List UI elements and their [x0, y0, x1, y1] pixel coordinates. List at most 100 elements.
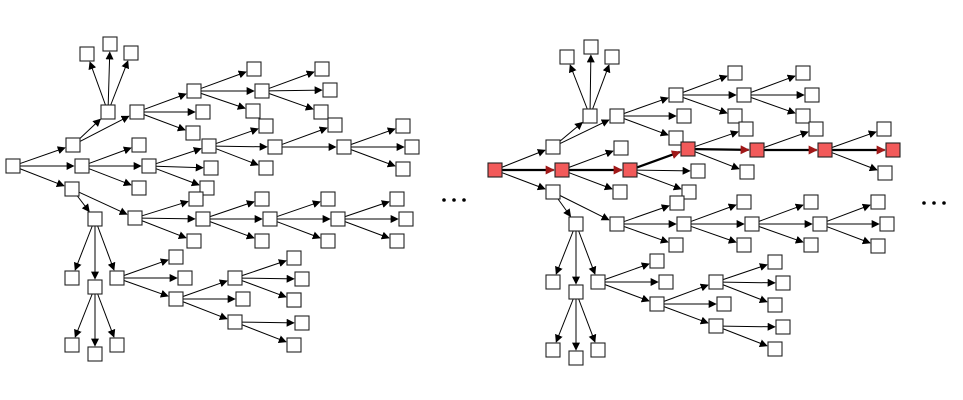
node [235, 291, 251, 307]
node [64, 181, 80, 197]
edge [276, 200, 321, 218]
node [267, 139, 283, 155]
ellipsis-dot [442, 198, 446, 202]
node [330, 211, 346, 227]
node [609, 216, 625, 232]
node [876, 121, 892, 137]
node [767, 297, 783, 313]
node [716, 296, 732, 312]
node [389, 191, 405, 207]
node [545, 342, 561, 358]
node [736, 194, 752, 210]
node [320, 191, 336, 207]
node [313, 104, 329, 120]
node [131, 180, 147, 196]
ellipsis-dot [932, 201, 936, 205]
edge [501, 172, 546, 191]
edge [694, 151, 740, 170]
edge [200, 92, 246, 110]
node [669, 195, 685, 211]
edge [200, 70, 247, 89]
edge [79, 115, 130, 142]
edge [663, 306, 709, 325]
node [649, 253, 665, 269]
node [79, 46, 95, 62]
edge [88, 61, 106, 106]
highlighted-edge [694, 145, 750, 155]
node [64, 270, 80, 286]
edge [682, 74, 728, 93]
edge [592, 64, 611, 110]
node [336, 139, 352, 155]
edge [209, 221, 255, 240]
edge [586, 54, 595, 110]
edge [76, 195, 90, 213]
node [775, 275, 791, 291]
node [727, 108, 743, 124]
edge [831, 152, 878, 172]
node [590, 342, 606, 358]
node [803, 237, 819, 253]
node [690, 163, 706, 179]
node [870, 194, 886, 210]
edge [555, 230, 574, 275]
node [100, 104, 116, 120]
node [568, 284, 584, 300]
node [804, 87, 820, 103]
edge [155, 147, 202, 165]
edge [722, 284, 768, 303]
highlighted-node [885, 142, 901, 158]
edge [604, 262, 650, 280]
node [744, 216, 760, 232]
node [668, 237, 684, 253]
edge [182, 279, 228, 297]
node [613, 140, 629, 156]
ellipsis-dot [462, 198, 466, 202]
left-tree [5, 36, 420, 362]
edges [19, 51, 405, 347]
edge [568, 172, 613, 191]
node [767, 254, 783, 270]
edge [623, 96, 669, 114]
edges [501, 54, 886, 351]
edge [623, 204, 670, 223]
ellipsis-markers [442, 198, 946, 205]
node [314, 61, 330, 77]
ellipsis-right [922, 201, 946, 205]
edge [143, 114, 186, 132]
node [74, 158, 90, 174]
node [227, 314, 243, 330]
edge [623, 226, 669, 244]
node [590, 274, 606, 290]
edge [19, 168, 65, 187]
edge [88, 146, 132, 164]
node [395, 161, 411, 177]
edge [182, 301, 228, 320]
node [568, 350, 584, 366]
node [668, 130, 684, 146]
node [404, 139, 420, 155]
edge [241, 274, 295, 283]
edge [763, 130, 809, 148]
node [131, 137, 147, 153]
node [102, 36, 118, 52]
edge [758, 226, 804, 244]
edge [636, 166, 691, 175]
edge [276, 221, 321, 240]
node [123, 45, 139, 61]
edge [268, 70, 315, 89]
edge [722, 263, 768, 281]
node [322, 82, 338, 98]
edge [722, 322, 776, 331]
node [795, 108, 811, 124]
node [738, 121, 754, 137]
node [808, 121, 824, 137]
node [286, 250, 302, 266]
node [320, 233, 336, 249]
edge [97, 225, 116, 271]
node [168, 291, 184, 307]
node [775, 319, 791, 335]
node [227, 270, 243, 286]
edge [155, 163, 204, 172]
edge [281, 126, 328, 145]
